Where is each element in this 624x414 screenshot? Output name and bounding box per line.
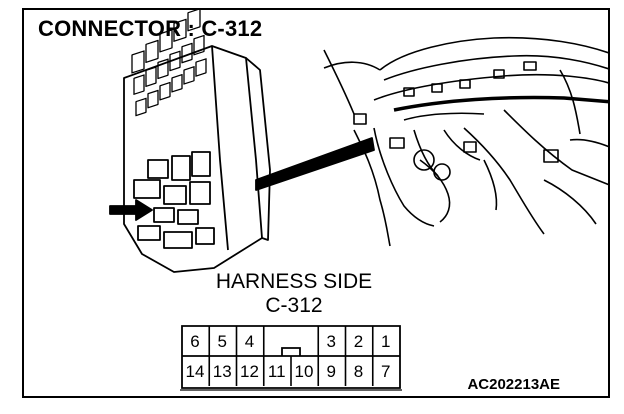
pin-13: 13 — [212, 362, 232, 381]
pin-9: 9 — [326, 362, 336, 381]
harness-side-text: HARNESS SIDE — [215, 270, 373, 293]
dashboard-wiring — [323, 36, 608, 247]
pin-5: 5 — [217, 332, 227, 351]
pin-7: 7 — [381, 362, 391, 381]
page-title: CONNECTOR : C-312 — [38, 16, 263, 41]
pin-10: 10 — [294, 362, 314, 381]
junction-block — [123, 10, 271, 273]
pin-2: 2 — [353, 332, 364, 351]
connector-id: C-312 — [265, 294, 323, 317]
pin-3: 3 — [326, 332, 336, 351]
harness-side-label: HARNESS SIDE C-312 — [174, 270, 414, 318]
connector-location-illustration — [109, 10, 608, 391]
pin-8: 8 — [353, 362, 364, 381]
figure-code: AC202213AE — [467, 376, 560, 393]
pin-6: 6 — [190, 332, 200, 351]
pin-12: 12 — [240, 362, 259, 381]
arrow-icon — [109, 199, 153, 221]
pin-4: 4 — [244, 332, 255, 351]
connector-face — [180, 325, 402, 391]
pin-11: 11 — [267, 362, 286, 381]
pin-14: 14 — [185, 362, 205, 381]
pin-1: 1 — [381, 332, 391, 351]
